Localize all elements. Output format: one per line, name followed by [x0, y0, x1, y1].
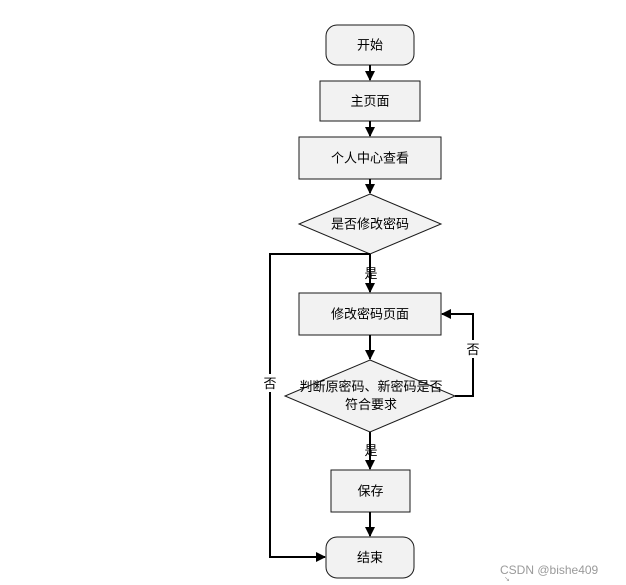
main-page-label: 主页面 — [350, 95, 389, 110]
resize-corner-icon: ↘ — [504, 575, 510, 583]
decision-check-label-line1: 判断原密码、新密码是否 — [299, 379, 442, 395]
profile-label: 个人中心查看 — [331, 151, 409, 167]
start-label: 开始 — [357, 39, 383, 54]
edge-label-no-right: 否 — [466, 343, 479, 358]
edge-label-yes-2: 是 — [364, 444, 377, 459]
edge-label-no-right-bg — [465, 340, 481, 358]
edge-label-yes-1: 是 — [364, 267, 377, 282]
main-page-node — [319, 80, 421, 122]
save-label: 保存 — [357, 485, 383, 500]
save-node — [330, 469, 411, 513]
end-label: 结束 — [357, 551, 383, 566]
decision-check-node — [283, 359, 457, 433]
edge-label-no-left-bg — [262, 374, 278, 392]
edge-label-no-left: 否 — [263, 377, 276, 392]
decision-modify-label: 是否修改密码 — [331, 217, 409, 233]
decision-check-label-line2: 符合要求 — [345, 397, 397, 413]
end-node — [325, 536, 415, 579]
watermark: CSDN @bishe409 — [500, 563, 599, 577]
modify-page-label: 修改密码页面 — [331, 307, 409, 323]
edge-decision-no-left — [269, 253, 370, 562]
